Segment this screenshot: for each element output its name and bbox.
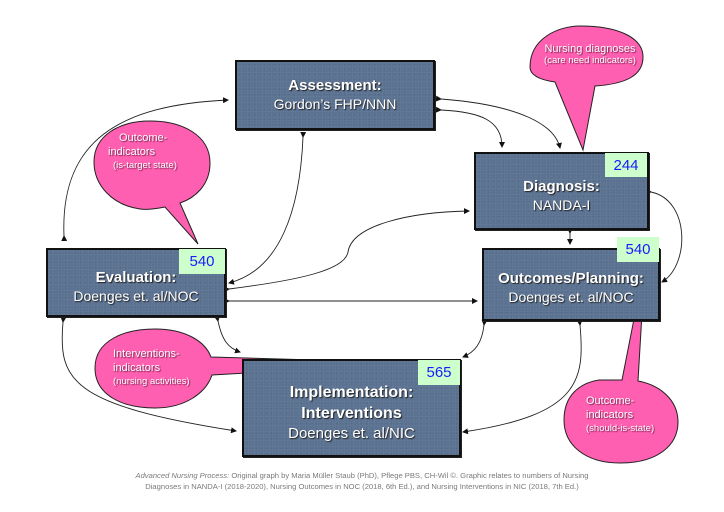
callout-outcome-should-is-line3: (should-is-state) [586, 423, 655, 434]
arrow-assessment-diagnosis-1 [435, 95, 562, 149]
diagnosis-box: Diagnosis: NANDA-I [474, 152, 649, 230]
arrow-evaluation-implementation [214, 315, 241, 354]
implementation-box: Implementation: Interventions Doenges et… [242, 359, 461, 457]
callout-nursing-diagnoses-text: Nursing diagnoses (care need indicators) [535, 43, 645, 67]
callout-interventions-line1: Interventions- [113, 348, 180, 360]
callout-nursing-diagnoses [529, 25, 644, 152]
callout-outcome-is-target-text: Outcome- indicators (is-target state) [108, 131, 208, 173]
evaluation-subtitle: Doenges et. al/NOC [73, 287, 199, 304]
caption-line1-text: Original graph by Maria Müller Staub (Ph… [229, 471, 589, 480]
evaluation-count-badge: 540 [179, 249, 225, 274]
callout-interventions-text: Interventions- indicators (nursing activ… [113, 347, 213, 389]
assessment-title: Assessment: [288, 77, 382, 94]
callout-outcome-should-is [563, 262, 679, 464]
figure-caption: Advanced Nursing Process: Original graph… [0, 470, 724, 492]
caption-line1: Advanced Nursing Process: Original graph… [0, 470, 724, 481]
outcomes-planning-subtitle: Doenges et. al/NOC [508, 288, 634, 305]
callout-outcome-is-target [93, 120, 211, 245]
callout-outcome-is-target-line1: Outcome- [119, 132, 168, 144]
implementation-subtitle: Doenges et. al/NIC [288, 424, 415, 442]
diagnosis-count-badge: 244 [605, 153, 647, 177]
arrow-assessment-diagnosis-2 [435, 106, 505, 148]
outcomes-count-badge: 540 [617, 237, 659, 262]
arrow-outcomes-implementation-loop [462, 319, 583, 435]
callout-interventions-line2: indicators [113, 362, 161, 374]
callout-outcome-is-target-line2: indicators [108, 146, 156, 158]
arrow-assessment-evaluation [228, 131, 307, 285]
caption-line2: Diagnoses in NANDA-I (2018-2020), Nursin… [145, 482, 579, 491]
diagnosis-subtitle: NANDA-I [532, 197, 591, 213]
assessment-subtitle: Gordon’s FHP/NNN [273, 96, 397, 112]
outcomes-planning-title: Outcomes/Planning: [498, 269, 644, 287]
implementation-count-badge: 565 [418, 360, 460, 385]
callout-nursing-diagnoses-line1: Nursing diagnoses [544, 43, 636, 55]
callout-outcome-is-target-line3: (is-target state) [113, 160, 177, 171]
arrow-evaluation-assessment [61, 97, 229, 242]
callout-interventions-line3: (nursing activities) [113, 376, 190, 387]
evaluation-title: Evaluation: [95, 268, 177, 286]
callout-outcome-should-is-line1: Outcome- [586, 395, 635, 407]
callout-outcome-should-is-line2: indicators [586, 409, 634, 421]
arrow-evaluation-diagnosis [223, 208, 470, 293]
outcomes-planning-box: Outcomes/Planning: Doenges et. al/NOC [482, 248, 660, 321]
diagnosis-title: Diagnosis: [523, 178, 600, 195]
arrow-diagnosis-outcomes-right [645, 188, 683, 283]
callout-outcome-should-is-text: Outcome- indicators (should-is-state) [586, 394, 686, 436]
assessment-box: Assessment: Gordon’s FHP/NNN [235, 60, 435, 130]
caption-italic: Advanced Nursing Process: [135, 471, 230, 480]
implementation-title: Implementation: [289, 383, 414, 401]
arrow-outcomes-implementation [462, 319, 488, 358]
arrow-evaluation-implementation-loop [60, 316, 237, 434]
callout-nursing-diagnoses-line2: (care need indicators) [544, 55, 636, 66]
implementation-title-line2: Interventions [301, 404, 402, 422]
